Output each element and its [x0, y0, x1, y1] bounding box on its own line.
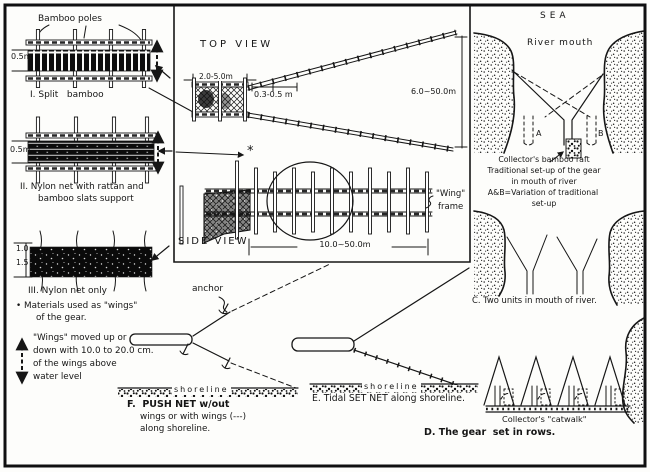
center-panel-border [173, 5, 471, 263]
dim-spread-label: 6.0~50.0m [410, 87, 456, 96]
panel3-caption: III. Nylon net only [28, 286, 107, 296]
e-caption: E. Tidal SET NET along shoreline. [312, 393, 465, 404]
wing-frame-line2: frame [438, 202, 464, 212]
note-wings-line2: down with 10.0 to 20.0 cm. [33, 346, 154, 356]
bamboo-poles-label: Bamboo poles [38, 14, 102, 24]
dim-mouth-label: 0.3-0.5 m [254, 90, 293, 99]
d-caption: D. The gear set in rows. [424, 427, 556, 438]
river-mouth-label: River mouth [527, 38, 594, 48]
panel2-drawing [11, 116, 173, 184]
variation-b-label: B [598, 129, 604, 138]
note-wings-line4: water level [33, 372, 82, 382]
top-view-drawing [183, 29, 468, 153]
two-units-drawing [473, 210, 645, 306]
side-view-label: SIDE VIEW [178, 236, 249, 247]
f-shoreline-label: shoreline [172, 385, 231, 395]
side-view-drawing [179, 160, 434, 256]
figure-border [3, 3, 647, 468]
panel2-caption-line2: bamboo slats support [38, 194, 134, 204]
panel1-drawing [11, 24, 194, 113]
raft-text-line4: A&B=Variation of traditional [487, 188, 599, 197]
panel3-dim-top: 1.0 [16, 244, 29, 253]
panel1-dim-label: 0.5m [11, 52, 32, 61]
note-materials-line1: • Materials used as "wings" [16, 301, 138, 311]
e-shoreline-label: shoreline [362, 382, 421, 392]
note-materials-line2: of the gear. [36, 313, 87, 323]
set-net-drawing [291, 267, 479, 393]
river-mouth-drawing [473, 30, 645, 163]
panel1-caption: I. Split bamboo [30, 90, 104, 100]
dim-length-label: 10.0~50.0m [319, 239, 371, 249]
f-caption-line1: F. PUSH NET w/out [127, 399, 230, 410]
panel3-drawing [13, 230, 170, 292]
panel2-caption-line1: II. Nylon net with rattan and [20, 182, 144, 192]
panel3-dim-bottom: 1.5 [16, 258, 29, 267]
materials-leader-arrow [175, 151, 245, 159]
sea-label: SEA [540, 11, 570, 21]
gear-rows-drawing [483, 317, 645, 424]
dim-width-label: 2.0-5.0m [197, 72, 235, 82]
top-view-label: TOP VIEW [200, 39, 274, 50]
note-wings-line1: "Wings" moved up or [33, 333, 127, 343]
raft-text-line1: Collector's bamboo raft [498, 155, 590, 164]
push-net-drawing [117, 263, 331, 397]
c-caption: C. Two units in mouth of river. [472, 295, 597, 305]
note-wings-line3: of the wings above [33, 359, 117, 369]
anchor-label: anchor [192, 284, 224, 294]
raft-text-line2: Traditional set-up of the gear [487, 166, 601, 175]
f-caption-line3: along shoreline. [140, 424, 211, 434]
catwalk-label: Collector's "catwalk" [502, 414, 587, 424]
variation-a-label: A [536, 129, 542, 138]
raft-text-line3: in mouth of river [511, 177, 577, 186]
asterisk-symbol: * [247, 144, 254, 159]
raft-text-line5: set-up [531, 199, 557, 208]
panel2-dim-label: 0.5m [10, 145, 31, 154]
f-caption-line2: wings or with wings (---) [140, 412, 246, 422]
panel3-dim-unit: m [36, 251, 44, 260]
wing-frame-line1: "Wing" [436, 189, 466, 199]
